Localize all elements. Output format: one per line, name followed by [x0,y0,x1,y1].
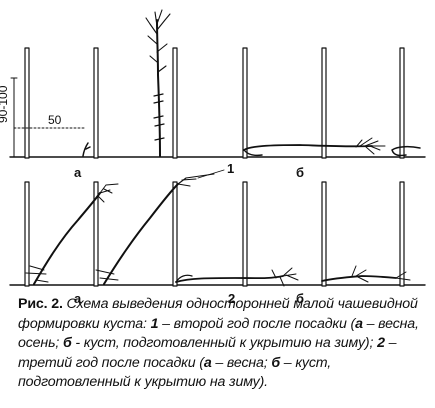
post [399,47,405,159]
diagonal-cane-middle [95,173,215,285]
figure-number: Рис. 2. [18,296,63,312]
laid-cane-top [243,137,386,157]
post [93,181,99,287]
bottom-label-2: 2 [228,291,235,306]
laid-cane-right [391,145,421,157]
laid-cane-middle [175,267,299,287]
diagonal-cane-a [25,183,119,285]
bottom-label-a: а [74,291,82,306]
caption-text: - куст, подготовленный к укрытию на зиму… [71,335,378,352]
post [24,47,30,159]
tall-cane [145,9,171,157]
caption-letter-a: а [203,354,212,371]
height-label: 90-100 [0,85,10,123]
caption-letter-b: б [62,335,72,352]
post [242,181,248,287]
post [172,47,178,159]
bottom-label-b: б [296,291,304,306]
figure-caption: Рис. 2. Схема выведения односторонней ма… [18,295,430,393]
young-shoot [82,142,91,157]
post [172,181,178,287]
caption-text: Схема выведения односторонней малой чаше… [18,296,418,332]
post [93,47,99,159]
bottom-posts [24,181,405,287]
post [321,47,327,159]
caption-letter-a: а [355,315,363,332]
post [321,181,327,287]
caption-num-2: 2 [377,335,385,352]
mid-height-label: 50 [48,113,62,127]
top-label-a: а [74,165,82,180]
laid-cane-bottom-right [321,265,411,283]
post [242,47,248,159]
label-1-leader [197,169,225,179]
caption-text: – весна, осень; [18,315,419,352]
caption-letter-b: б [271,354,281,371]
caption-text: – весна; [211,354,272,371]
caption-text: – третий год после посадки ( [18,335,397,371]
caption-num-1: 1 [150,315,159,332]
caption-text: – второй год после посадки ( [158,315,356,332]
caption-text: – куст, подготовленный к укрытию на зиму… [18,354,332,391]
post [24,181,30,287]
top-posts [24,47,405,159]
bottom-label-1: 1 [227,161,234,176]
post [399,181,405,287]
top-label-b: б [296,165,304,180]
